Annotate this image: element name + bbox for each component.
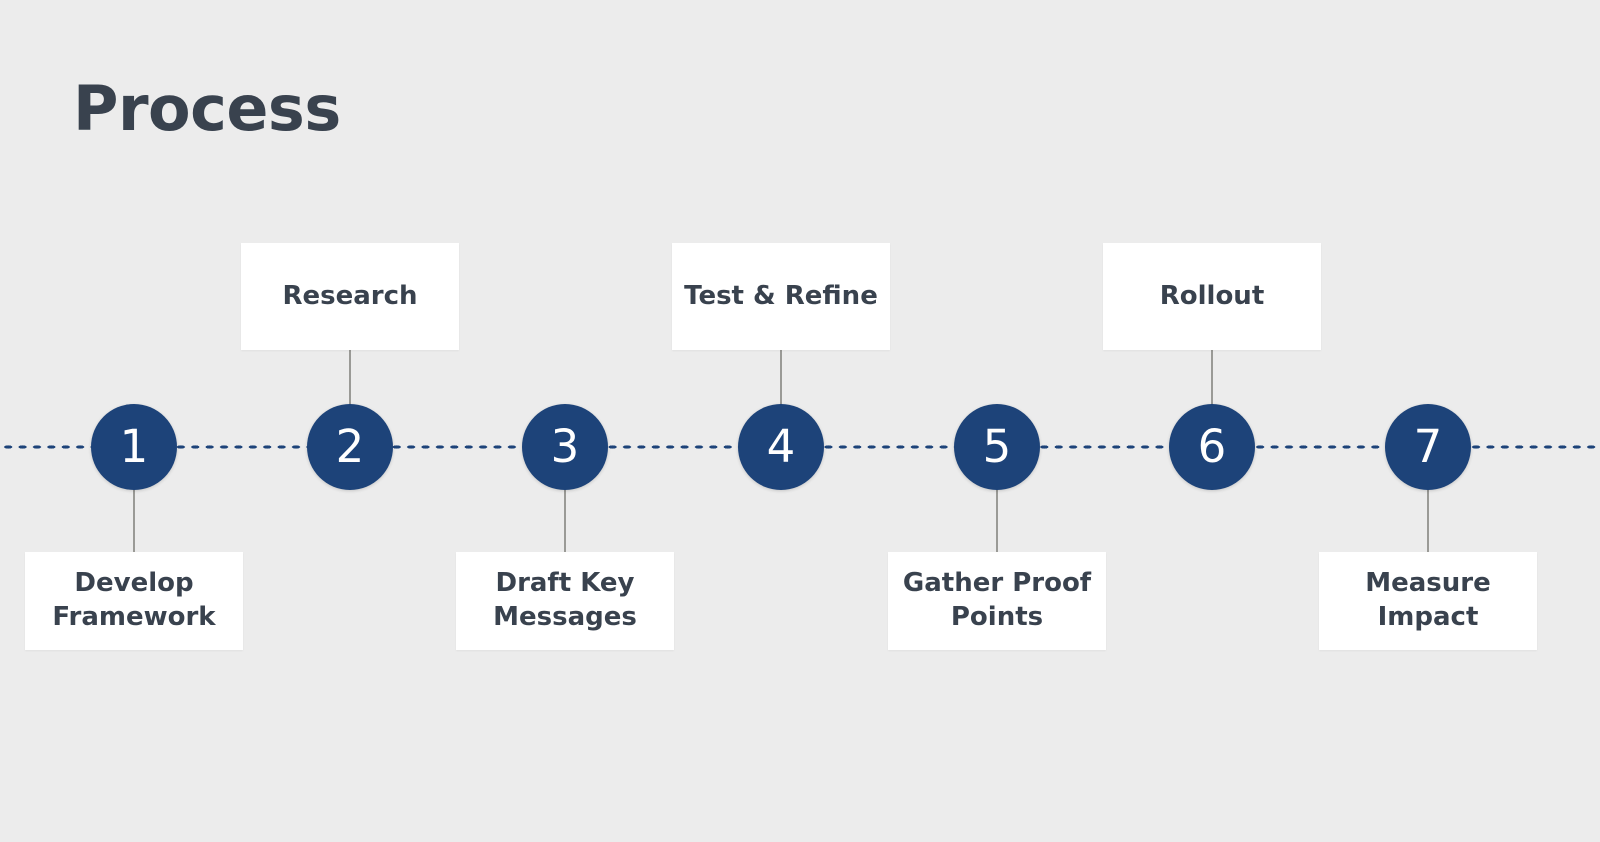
node-number-label: 6	[1197, 419, 1227, 473]
node-label-text: Research	[282, 280, 418, 311]
node-connector-line	[1427, 486, 1429, 554]
node-number-label: 1	[119, 419, 149, 473]
node-number-label: 3	[550, 419, 580, 473]
node-connector-line	[996, 486, 998, 554]
node-number-label: 5	[982, 419, 1012, 473]
page-title: Process	[73, 72, 341, 145]
node-circle-2[interactable]: 2	[307, 404, 393, 490]
node-circle-7[interactable]: 7	[1385, 404, 1471, 490]
node-connector-line	[564, 486, 566, 554]
node-label-box[interactable]: Test & Refine	[672, 243, 890, 350]
node-number-label: 7	[1413, 419, 1443, 473]
node-circle-5[interactable]: 5	[954, 404, 1040, 490]
node-circle-4[interactable]: 4	[738, 404, 824, 490]
node-label-text: Test & Refine	[684, 280, 878, 311]
node-label-box[interactable]: Rollout	[1103, 243, 1321, 350]
node-connector-line	[133, 486, 135, 554]
node-number-label: 4	[766, 419, 796, 473]
node-label-text: Rollout	[1159, 280, 1265, 311]
node-connector-line	[780, 350, 782, 408]
node-circle-1[interactable]: 1	[91, 404, 177, 490]
node-circle-6[interactable]: 6	[1169, 404, 1255, 490]
node-connector-line	[349, 350, 351, 408]
node-connector-line	[1211, 350, 1213, 408]
node-number-label: 2	[335, 419, 365, 473]
node-label-box[interactable]: Research	[241, 243, 459, 350]
node-circle-3[interactable]: 3	[522, 404, 608, 490]
